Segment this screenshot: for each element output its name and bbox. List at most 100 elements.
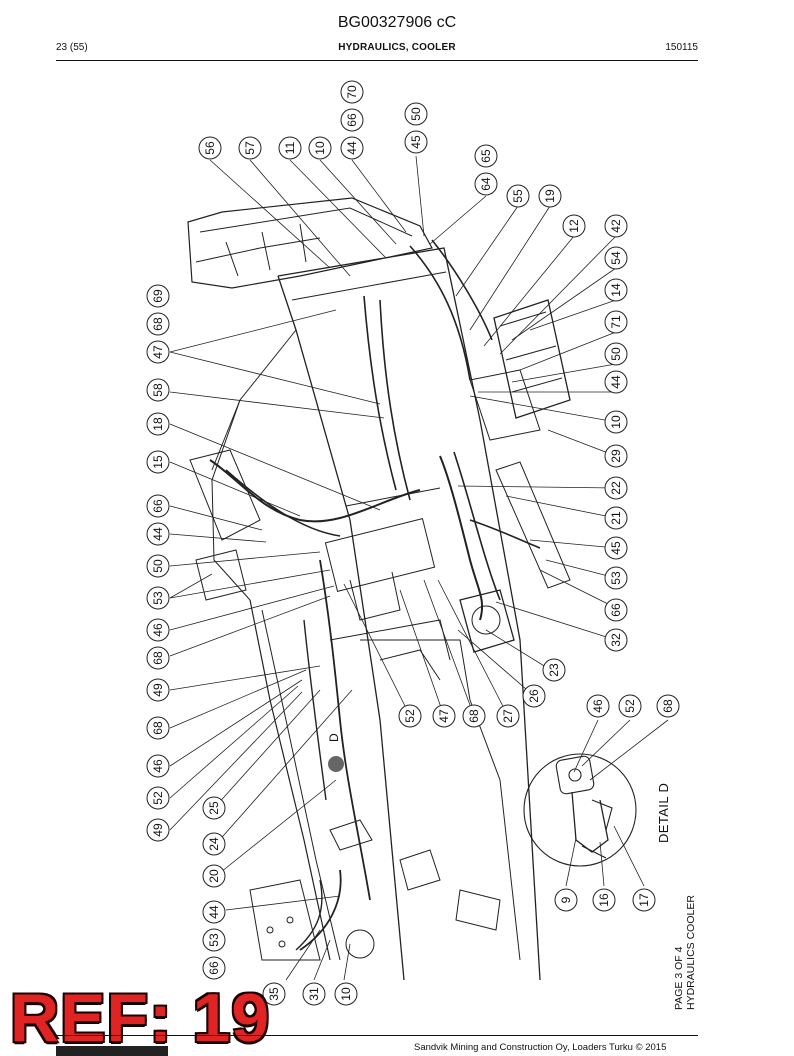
callout-balloon: [604, 310, 628, 334]
callout-number: 31: [307, 987, 321, 1001]
callout-balloon: [146, 450, 170, 474]
callout-number: 65: [479, 149, 493, 163]
callout-number: 21: [609, 511, 623, 525]
callout-balloon: [202, 928, 226, 952]
callout-number: 57: [243, 141, 257, 155]
callout-balloon: [496, 704, 520, 728]
callout-balloon: [146, 754, 170, 778]
callout-number: 18: [151, 417, 165, 431]
callout-number: 47: [151, 345, 165, 359]
leader-lines: [169, 155, 669, 981]
callout-balloon: [522, 684, 546, 708]
callout-balloon: [308, 136, 332, 160]
callout-balloon: [618, 694, 642, 718]
callout-balloon: [146, 818, 170, 842]
callout-number: 44: [609, 375, 623, 389]
callout-balloon: [604, 536, 628, 560]
callout-balloon: [262, 982, 286, 1006]
callout-number: 66: [609, 603, 623, 617]
callout-balloon: [586, 694, 610, 718]
callout-balloon: [404, 130, 428, 154]
callout-number: 68: [661, 699, 675, 713]
callout-number: 44: [151, 527, 165, 541]
callout-balloon: [146, 522, 170, 546]
callout-number: 29: [609, 449, 623, 463]
callout-balloon: [462, 704, 486, 728]
callout-balloon: [604, 476, 628, 500]
callout-number: 11: [283, 141, 297, 154]
callout-number: 49: [151, 823, 165, 837]
callout-balloon: [146, 378, 170, 402]
callout-balloon: [604, 566, 628, 590]
callout-number: 71: [609, 315, 623, 329]
callout-number: 53: [151, 591, 165, 605]
callout-balloon: [146, 284, 170, 308]
callout-number: 58: [151, 383, 165, 397]
callout-balloon: [562, 214, 586, 238]
callout-balloon: [604, 444, 628, 468]
callout-balloon: [146, 586, 170, 610]
detail-d-label: DETAIL D: [656, 782, 671, 843]
callout-balloon: [398, 704, 422, 728]
callout-balloon: [604, 410, 628, 434]
drawing-side-title: PAGE 3 OF 4 HYDRAULICS COOLER: [673, 895, 697, 1010]
callout-balloon: [146, 716, 170, 740]
callout-number: 66: [151, 499, 165, 513]
callout-balloon: [604, 506, 628, 530]
callout-balloon: [604, 370, 628, 394]
callout-balloon: [202, 900, 226, 924]
callout-number: 17: [637, 893, 651, 907]
callout-number: 46: [151, 623, 165, 637]
machine-outline: [187, 197, 571, 981]
callout-number: 45: [409, 135, 423, 149]
callout-balloon: [146, 618, 170, 642]
drawing-name: HYDRAULICS COOLER: [685, 895, 697, 1010]
callout-balloon: [340, 108, 364, 132]
callout-number: 14: [609, 283, 623, 297]
callout-number: 16: [597, 893, 611, 907]
callout-number: 26: [527, 689, 541, 703]
callout-balloon: [146, 312, 170, 336]
callout-balloon: [202, 832, 226, 856]
callout-balloon: [506, 184, 530, 208]
callout-balloon: [404, 102, 428, 126]
callout-number: 25: [207, 801, 221, 815]
callout-number: 47: [437, 709, 451, 723]
callout-balloon: [146, 412, 170, 436]
callout-number: 64: [479, 177, 493, 191]
header-rule: [56, 60, 698, 61]
callout-number: 46: [151, 759, 165, 773]
callout-number: 53: [609, 571, 623, 585]
callout-number: 19: [543, 189, 557, 203]
callout-balloon: [278, 136, 302, 160]
callout-number: 12: [567, 219, 581, 233]
callout-number: 66: [345, 113, 359, 127]
callout-balloon: [146, 786, 170, 810]
callout-balloon: [604, 246, 628, 270]
callout-balloon: [538, 184, 562, 208]
callout-number: 32: [609, 633, 623, 647]
callout-balloon: [604, 598, 628, 622]
callout-number: 45: [609, 541, 623, 555]
callout-number: 69: [151, 289, 165, 303]
callout-number: 54: [609, 251, 623, 265]
callout-balloon: [238, 136, 262, 160]
callout-number: 68: [151, 651, 165, 665]
callout-number: 68: [151, 721, 165, 735]
footer-copyright: Sandvik Mining and Construction Oy, Load…: [414, 1042, 667, 1053]
callout-number: 68: [467, 709, 481, 723]
callout-balloon: [334, 982, 358, 1006]
callout-number: 49: [151, 683, 165, 697]
callout-number: 27: [501, 709, 515, 723]
callout-balloon: [604, 628, 628, 652]
callout-balloon: [474, 172, 498, 196]
callout-number: 55: [511, 189, 525, 203]
callout-number: 53: [207, 933, 221, 947]
footer-rule: [56, 1035, 698, 1036]
callout-balloon: [202, 864, 226, 888]
callout-number: 44: [345, 141, 359, 155]
callout-number: 9: [559, 896, 573, 903]
callout-number: 10: [339, 987, 353, 1001]
